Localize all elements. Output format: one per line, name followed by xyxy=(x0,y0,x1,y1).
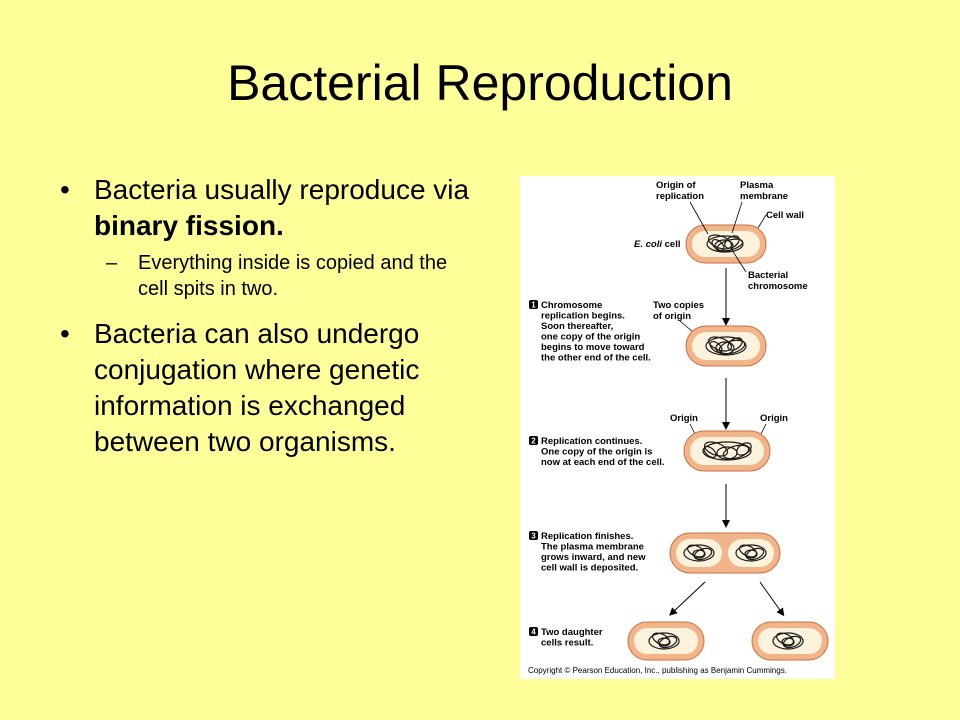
bullet-list: • Bacteria usually reproduce via binary … xyxy=(60,172,470,460)
svg-text:2: 2 xyxy=(531,437,536,446)
bullet-conjugation: • Bacteria can also undergo conjugation … xyxy=(60,316,470,460)
chromosome-icon xyxy=(772,632,804,650)
arrow-step-4-right xyxy=(759,581,785,617)
bullet-bold-term: binary fission. xyxy=(94,210,284,241)
cell-step-2 xyxy=(683,430,771,472)
bullet-marker: • xyxy=(60,174,70,205)
sub-bullet-marker: – xyxy=(106,252,118,274)
sub-bullet-text: Everything inside is copied and the cell… xyxy=(138,252,448,300)
leader-lines-initial xyxy=(689,201,767,273)
chromosome-icon xyxy=(735,544,767,562)
arrow-step-4-left xyxy=(669,581,706,616)
bullet-text: Bacteria can also undergo conjugation wh… xyxy=(94,318,420,457)
chromosome-icon xyxy=(706,234,744,253)
daughter-cell-right xyxy=(751,621,829,661)
label-cell-wall: Cell wall xyxy=(766,210,804,221)
step-3-badge: 3 xyxy=(529,531,538,541)
step-2-badge: 2 xyxy=(529,436,538,446)
step-4-badge: 4 xyxy=(529,627,538,637)
svg-text:1: 1 xyxy=(531,301,536,310)
chromosome-icon xyxy=(705,336,747,356)
label-ecoli-cell: E. coli cell xyxy=(634,239,680,250)
cell-step-3 xyxy=(669,532,781,574)
cell-initial xyxy=(685,224,767,264)
step-1-badge: 1 xyxy=(529,300,538,310)
chromosome-icon xyxy=(702,441,752,461)
chromosome-icon xyxy=(683,544,715,562)
step-2-text: Replication continues.One copy of the or… xyxy=(541,436,665,468)
daughter-cell-left xyxy=(627,621,705,661)
svg-text:3: 3 xyxy=(531,532,536,541)
step-3-text: Replication finishes.The plasma membrane… xyxy=(541,531,646,574)
bullet-marker: • xyxy=(60,318,70,349)
label-origin-left: Origin xyxy=(670,413,698,424)
chromosome-icon xyxy=(648,632,680,650)
svg-text:4: 4 xyxy=(531,628,536,637)
bullet-text: Bacteria usually reproduce via xyxy=(94,174,470,205)
label-origin-right: Origin xyxy=(760,413,788,424)
copyright-text: Copyright © Pearson Education, Inc., pub… xyxy=(528,666,787,675)
slide-title: Bacterial Reproduction xyxy=(227,55,733,111)
sub-bullet-copied: – Everything inside is copied and the ce… xyxy=(60,250,470,302)
cell-step-1 xyxy=(685,325,767,367)
bullet-binary-fission: • Bacteria usually reproduce via binary … xyxy=(60,172,470,244)
